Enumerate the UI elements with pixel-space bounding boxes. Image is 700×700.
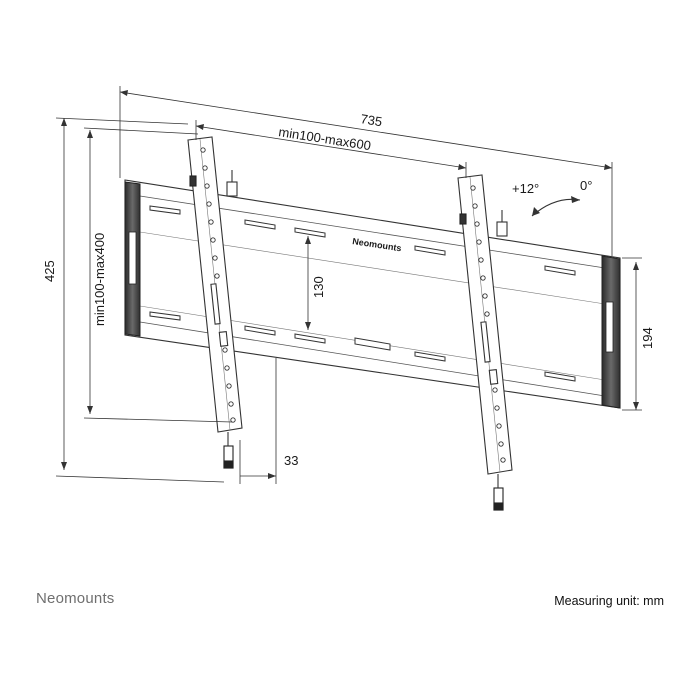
tilt-up-label: +12° [512,181,539,196]
dimension-arrowheads [61,90,639,479]
dimension-lines [55,86,642,484]
upper-slot-row [149,205,576,276]
left-mounting-arm [187,136,243,469]
right-arm-holes [470,185,506,463]
overall-width-label: 735 [360,111,384,129]
right-mounting-arm [457,174,513,511]
left-arm-holes [200,147,236,423]
frame-height-label: 194 [640,327,655,349]
center-handle-slot [354,337,391,351]
wall-distance-label: 33 [284,453,298,468]
vertical-hole-spacing-label: min100-max400 [92,233,107,326]
measuring-unit: Measuring unit: mm [554,594,664,608]
tilt-neutral-label: 0° [580,178,592,193]
footer-brand: Neomounts [36,590,115,607]
lower-slot-row [149,311,576,382]
overall-height-label: 425 [42,260,57,282]
rail-spacing-label: 130 [311,276,326,298]
left-end-cap [124,181,141,337]
right-end-cap [601,255,621,409]
